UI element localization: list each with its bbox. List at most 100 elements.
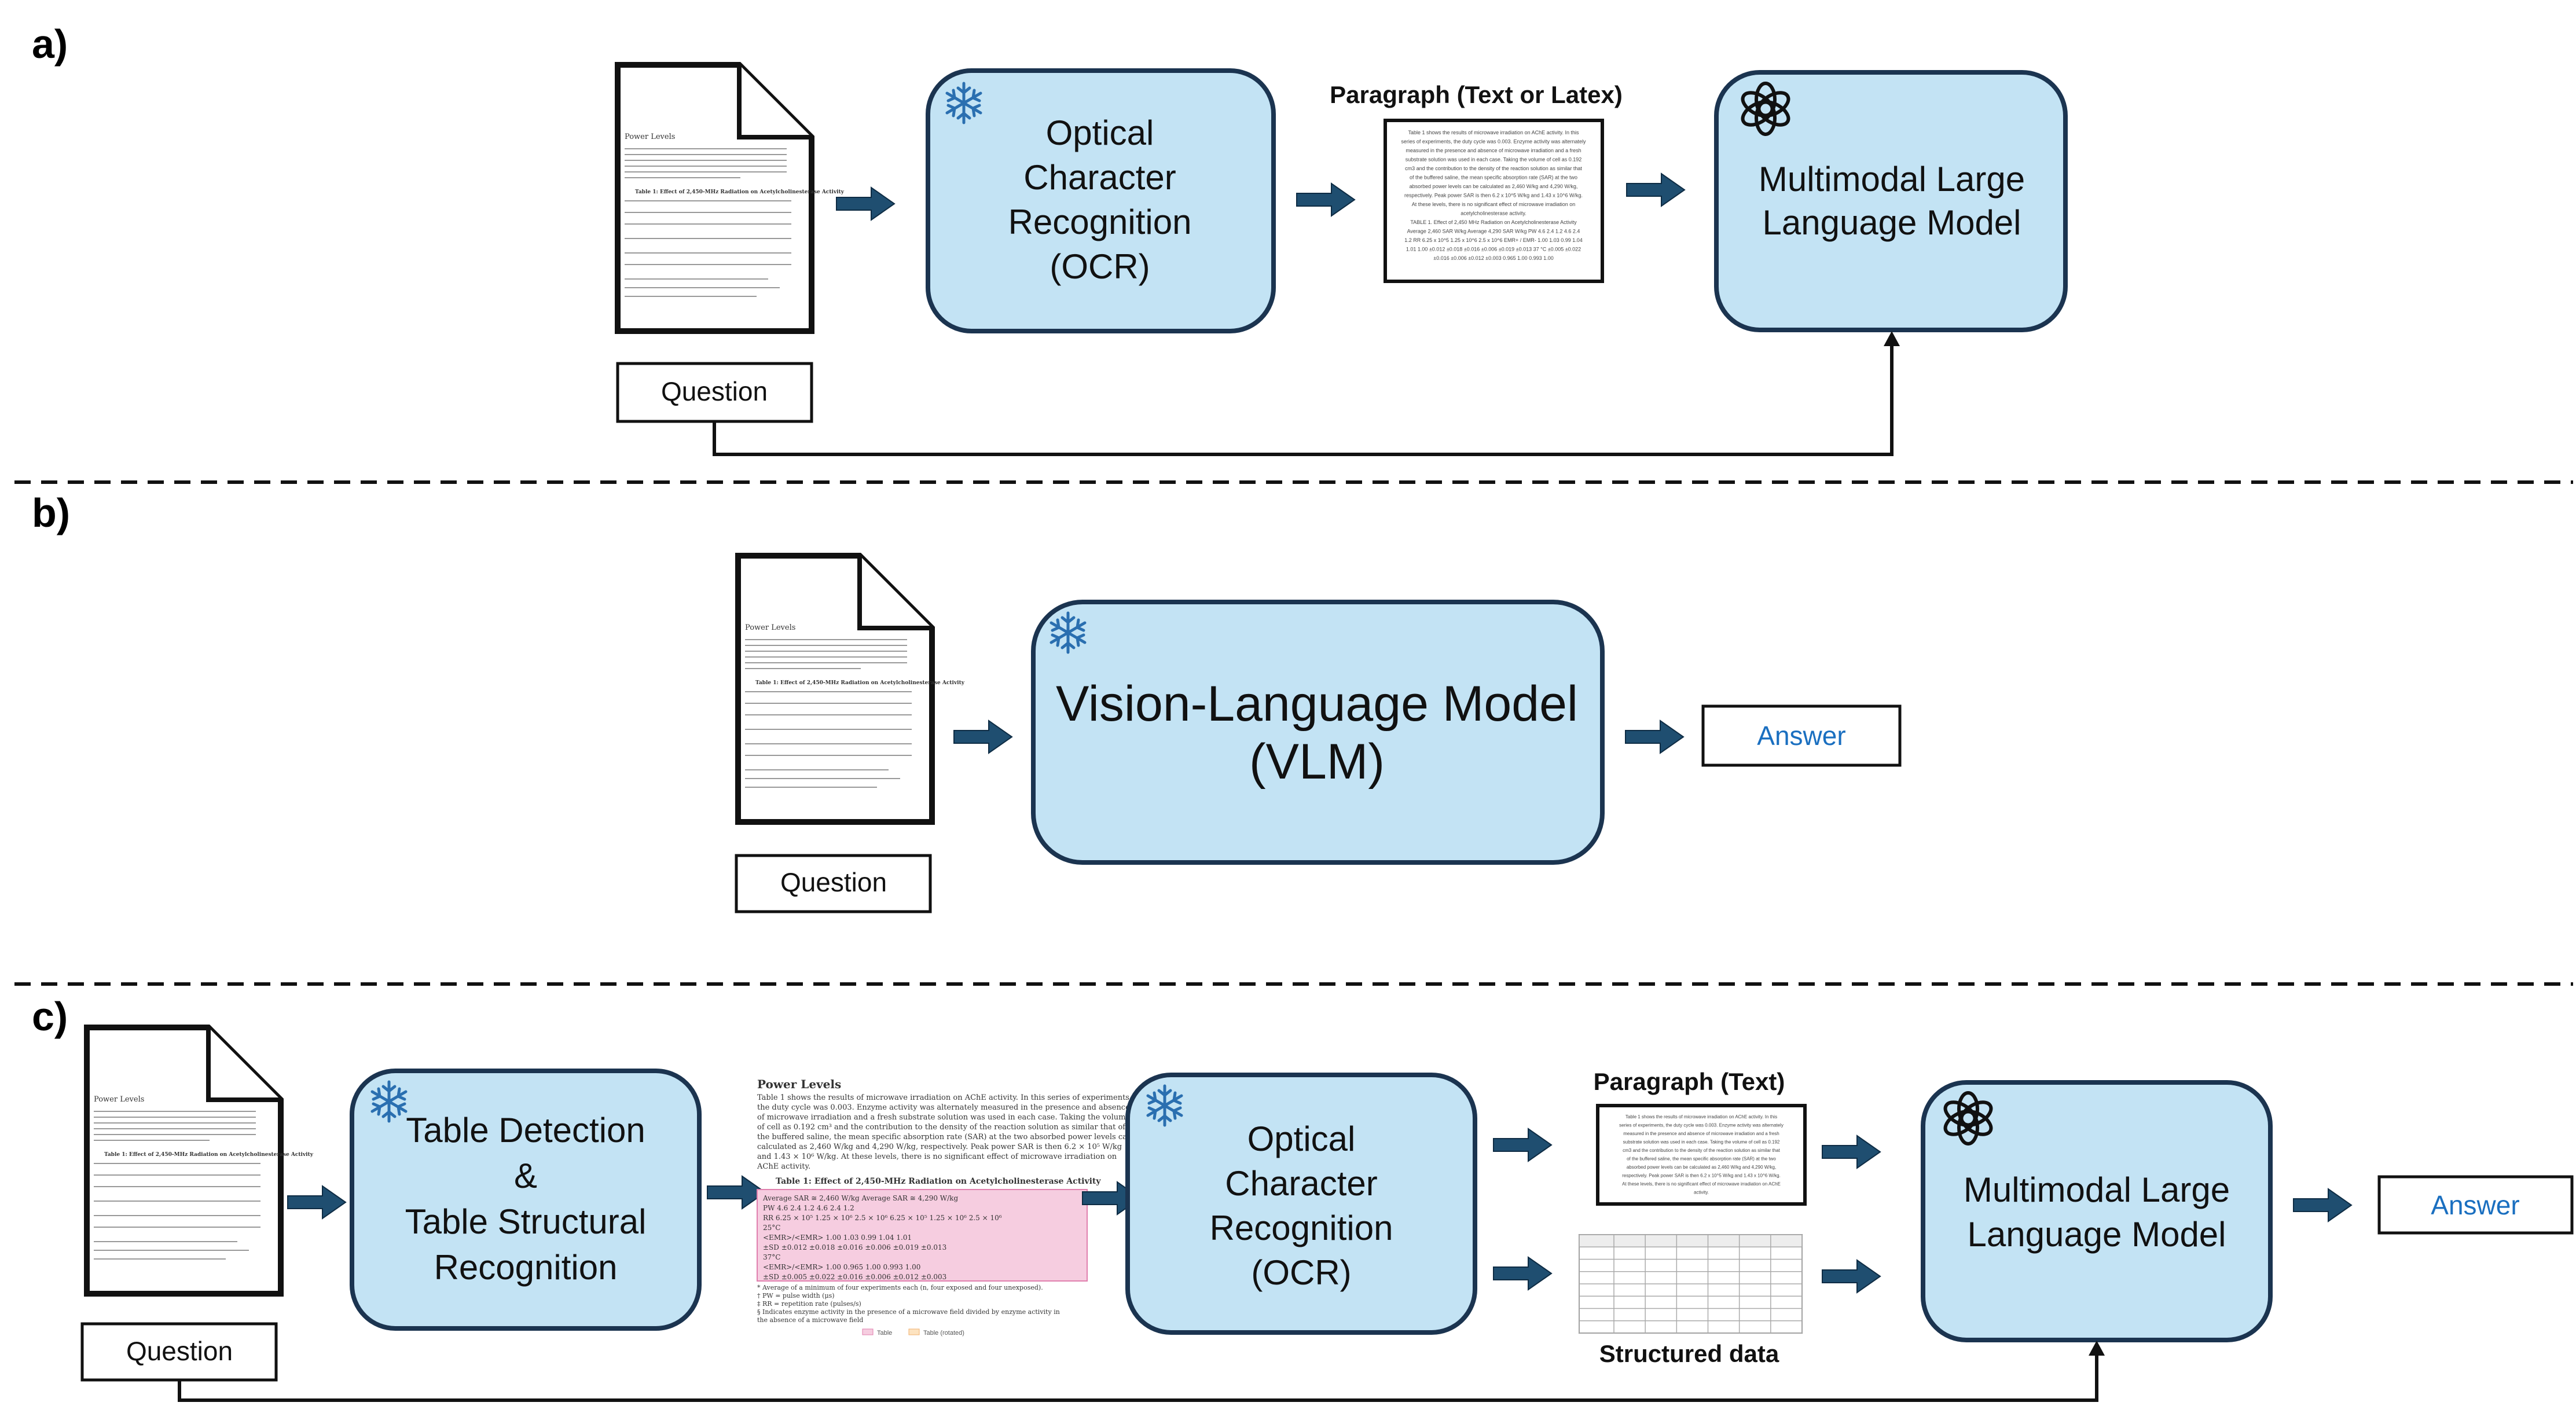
paragraph-line: Table 1 shows the results of microwave i… [1625,1114,1777,1119]
paragraph-box [1596,1104,1807,1206]
paragraph-line: absorbed power levels can be calculated … [1627,1165,1776,1170]
mllm-line-1: Multimodal Large [1964,1170,2230,1209]
structured-data-table [1579,1234,1803,1334]
detected-table-row: ±SD ±0.005 ±0.022 ±0.016 ±0.006 ±0.012 ±… [763,1273,946,1281]
paragraph-line: series of experiments, the duty cycle wa… [1619,1123,1784,1128]
paragraph-line: 1.01 1.00 ±0.012 ±0.018 ±0.016 ±0.006 ±0… [1406,247,1581,252]
detected-table-row: Average SAR ≅ 2,460 W/kg Average SAR ≅ 4… [762,1194,958,1202]
question-connector [713,344,1894,456]
detected-table-row: <EMR>/<EMR> 1.00 1.03 0.99 1.04 1.01 [763,1234,912,1242]
panel-c-label: c) [32,994,68,1039]
paragraph-line: measured in the presence and absence of … [1406,148,1581,153]
tdr-line-1: Table Detection [406,1111,645,1150]
answer-label: Answer [2431,1190,2519,1220]
arrow-icon [1493,1128,1552,1162]
detected-paragraph-line: calculated as 2,460 W/kg and 4,290 W/kg,… [757,1143,1122,1151]
detected-paragraph-line: the duty cycle was 0.003. Enzyme activit… [757,1103,1130,1112]
arrow-icon [1625,720,1684,754]
paragraph-line: substrate solution was used in each case… [1623,1140,1780,1145]
paragraph-line: cm3 and the contribution to the density … [1623,1148,1780,1153]
doc-table-title: Table 1: Effect of 2,450-MHz Radiation o… [635,189,845,195]
paragraph-line: of the buffered saline, the mean specifi… [1410,175,1577,181]
detected-footnote: the absence of a microwave field [757,1316,863,1324]
mllm-line-2: Language Model [1967,1215,2226,1254]
paragraph-line: respectively. Peak power SAR is then 6.2… [1404,193,1583,199]
paragraph-line: cm3 and the contribution to the density … [1405,166,1582,171]
panel-b-label: b) [32,490,70,535]
paragraph-line: substrate solution was used in each case… [1406,157,1582,163]
legend-table: Table [877,1330,892,1337]
paragraph-line: of the buffered saline, the mean specifi… [1627,1157,1776,1162]
paragraph-line: At these levels, there is no significant… [1622,1181,1781,1187]
arrow-icon [1822,1135,1881,1169]
answer-box [1701,704,1902,767]
paragraph-line: Average 2,460 SAR W/kg Average 4,290 SAR… [1407,229,1580,234]
question-box [616,362,813,423]
arrow-icon [1296,183,1355,216]
arrow-icon [1822,1260,1881,1293]
arrow-icon [1626,173,1685,207]
detected-paragraph-line: of microwave irradiation and a fresh sub… [757,1113,1130,1122]
detected-footnote: * Average of a minimum of four experimen… [757,1284,1043,1291]
ocr-line-4: (OCR) [1050,247,1150,286]
detected-paragraph-line: the buffered saline, the mean specific a… [757,1133,1144,1141]
paragraph-line: acetylcholinesterase activity. [1461,211,1526,216]
detected-footnote: § Indicates enzyme activity in the prese… [757,1308,1060,1316]
paragraph-line: respectively. Peak power SAR is then 6.2… [1622,1173,1781,1179]
answer-box [2377,1175,2574,1235]
detected-paragraph-line: AChE activity. [757,1162,810,1171]
arrow-icon [953,720,1012,754]
question-label: Question [126,1336,233,1366]
mllm-line-1: Multimodal Large [1759,160,2025,199]
table-highlight [757,1189,1088,1282]
question-box [80,1322,278,1382]
ocr-line-1: Optical [1046,113,1154,152]
structured-title: Structured data [1599,1340,1779,1367]
ocr-line-3: Recognition [1210,1209,1393,1247]
table-detection-box [350,1069,702,1331]
paragraph-box [1384,119,1604,283]
ocr-box [926,68,1276,333]
panel-a-label: a) [32,21,68,67]
paragraph-line: series of experiments, the duty cycle wa… [1401,139,1586,145]
detected-footnote: ‡ RR = repetition rate (pulses/s) [757,1300,861,1308]
paragraph-line: absorbed power levels can be calculated … [1410,183,1578,189]
mllm-box [1921,1080,2273,1342]
doc-table-title: Table 1: Effect of 2,450-MHz Radiation o… [104,1152,314,1158]
document-icon: Power Levels Table 1: Effect of 2,450-MH… [735,553,965,825]
doc-table-title: Table 1: Effect of 2,450-MHz Radiation o… [755,680,965,686]
tdr-line-3: Table Structural [405,1202,647,1241]
arrow-icon [2293,1188,2352,1222]
paragraph-line: Table 1 shows the results of microwave i… [1408,130,1579,135]
arrow-icon [1493,1257,1552,1290]
tdr-line-2: & [514,1157,537,1195]
detected-paragraph-line: of cell as 0.192 cm³ and the contributio… [757,1123,1126,1132]
doc-heading: Power Levels [625,133,675,141]
detected-table-title: Table 1: Effect of 2,450-MHz Radiation o… [776,1177,1101,1186]
ocr-box [1125,1073,1477,1335]
paragraph-line: measured in the presence and absence of … [1623,1131,1779,1136]
arrow-icon [287,1185,346,1219]
doc-heading: Power Levels [745,623,795,632]
detected-table-row: <EMR>/<EMR> 1.00 0.965 1.00 0.993 1.00 [763,1263,920,1271]
paragraph-text: Table 1 shows the results of microwave i… [1619,1114,1784,1195]
detected-table-row: ±SD ±0.012 ±0.018 ±0.016 ±0.006 ±0.019 ±… [763,1243,946,1251]
ocr-line-3: Recognition [1008,203,1192,241]
vlm-line-1: Vision-Language Model [1056,676,1578,732]
ocr-line-2: Character [1023,158,1176,197]
detected-table-row: PW 4.6 2.4 1.2 4.6 2.4 1.2 [763,1204,854,1212]
detected-heading: Power Levels [757,1077,841,1091]
detected-footnote: † PW = pulse width (μs) [757,1292,835,1299]
detected-table-row: 37°C [763,1253,780,1261]
detected-table-row: RR 6.25 × 10⁵ 1.25 × 10⁶ 2.5 × 10⁶ 6.25 … [763,1214,1002,1222]
detected-table-row: 25°C [763,1224,780,1232]
ocr-line-1: Optical [1247,1119,1356,1158]
paragraph-line: 1.2 RR 6.25 x 10^5 1.25 x 10^6 2.5 x 10^… [1404,237,1583,243]
vlm-line-2: (VLM) [1249,734,1385,790]
paragraph-line: At these levels, there is no significant… [1412,201,1575,207]
legend-table-rotated: Table (rotated) [923,1330,964,1337]
mllm-box [1714,70,2068,332]
vlm-box [1031,600,1605,865]
document-icon: Power Levels Table 1: Effect of 2,450-MH… [84,1025,314,1297]
